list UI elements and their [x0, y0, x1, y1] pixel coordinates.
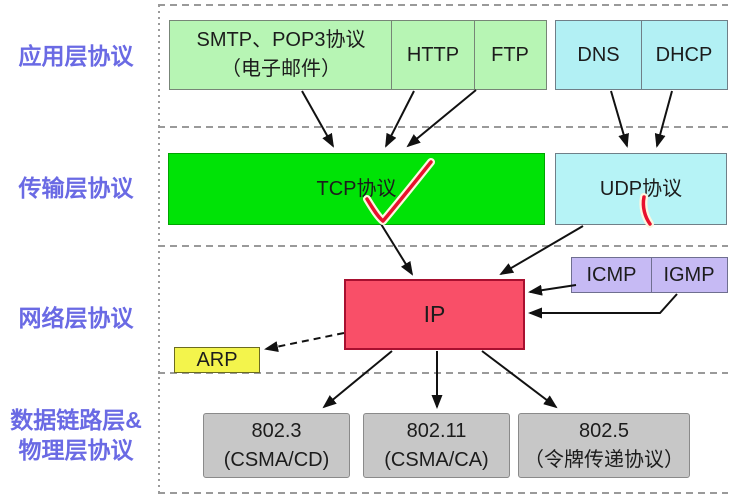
box-ftp: FTP [473, 20, 547, 90]
box-tcp: TCP协议 [168, 153, 545, 225]
layer-separator-top [158, 4, 728, 6]
layer-label-transport: 传输层协议 [10, 173, 142, 203]
arrow-smtp-to-tcp [301, 90, 334, 148]
box-ieee80211: 802.11 (CSMA/CA) [363, 413, 510, 478]
arrow-http-to-tcp [385, 90, 415, 148]
box-arp: ARP [174, 347, 260, 373]
box-ieee8023: 802.3 (CSMA/CD) [203, 413, 350, 478]
arrow-ip-to-arp-dashed [264, 332, 345, 352]
box-ieee8023-line1: 802.3 [251, 419, 302, 442]
box-ip-label: IP [423, 301, 446, 327]
box-arp-label: ARP [196, 348, 238, 371]
layer-label-application: 应用层协议 [10, 41, 142, 71]
arrow-dhcp-to-udp [654, 90, 673, 148]
box-ip: IP [344, 279, 525, 350]
box-ieee8025: 802.5 （令牌传递协议） [518, 413, 690, 478]
arrow-tcp-to-ip [380, 223, 414, 276]
box-icmp: ICMP [571, 257, 652, 293]
layer-separator-network-datalink [158, 372, 728, 374]
layer-label-network: 网络层协议 [10, 303, 142, 333]
layer-separator-transport-network [158, 245, 728, 247]
arrow-icmp-to-ip [528, 284, 577, 296]
box-igmp: IGMP [650, 257, 728, 293]
layer-separator-left [158, 5, 160, 493]
layer-separator-bottom [158, 492, 728, 494]
box-ieee80211-line2: (CSMA/CA) [384, 448, 489, 471]
box-smtp-pop3-line2: （电子邮件） [221, 58, 341, 80]
box-ieee8025-line1: 802.5 [578, 419, 630, 442]
box-dhcp: DHCP [640, 20, 728, 90]
layer-label-transport-text: 传输层协议 [18, 175, 134, 201]
arrow-igmp-to-ip [528, 293, 678, 319]
box-udp: UDP协议 [555, 153, 727, 225]
box-smtp-pop3: SMTP、POP3协议 （电子邮件） [169, 20, 393, 90]
box-ieee8023-line2: (CSMA/CD) [223, 448, 330, 471]
box-ieee8025-line2: （令牌传递协议） [524, 448, 684, 471]
box-ftp-label: FTP [491, 43, 529, 66]
layer-label-application-text: 应用层协议 [18, 43, 134, 69]
layer-separator-app-transport [158, 126, 728, 128]
box-igmp-label: IGMP [663, 263, 715, 286]
layer-label-datalink-line2: 物理层协议 [18, 437, 134, 463]
box-icmp-label: ICMP [586, 263, 637, 286]
box-smtp-pop3-line1: SMTP、POP3协议 [196, 29, 366, 51]
box-udp-label: UDP协议 [599, 177, 683, 200]
box-ieee80211-line1: 802.11 [406, 419, 467, 442]
layer-label-datalink: 数据链路层& 物理层协议 [0, 405, 152, 465]
box-http: HTTP [391, 20, 475, 90]
arrow-ip-to-8025 [481, 350, 558, 409]
box-tcp-label: TCP协议 [316, 177, 397, 200]
box-dns-label: DNS [577, 43, 620, 66]
arrow-ip-to-8023 [322, 350, 393, 409]
arrow-ftp-to-tcp [406, 89, 477, 148]
layer-label-network-text: 网络层协议 [18, 305, 134, 331]
box-http-label: HTTP [406, 43, 460, 66]
arrow-dns-to-udp [610, 90, 629, 148]
box-dhcp-label: DHCP [655, 43, 713, 66]
layer-label-datalink-line1: 数据链路层& [10, 407, 142, 433]
box-dns: DNS [555, 20, 642, 90]
